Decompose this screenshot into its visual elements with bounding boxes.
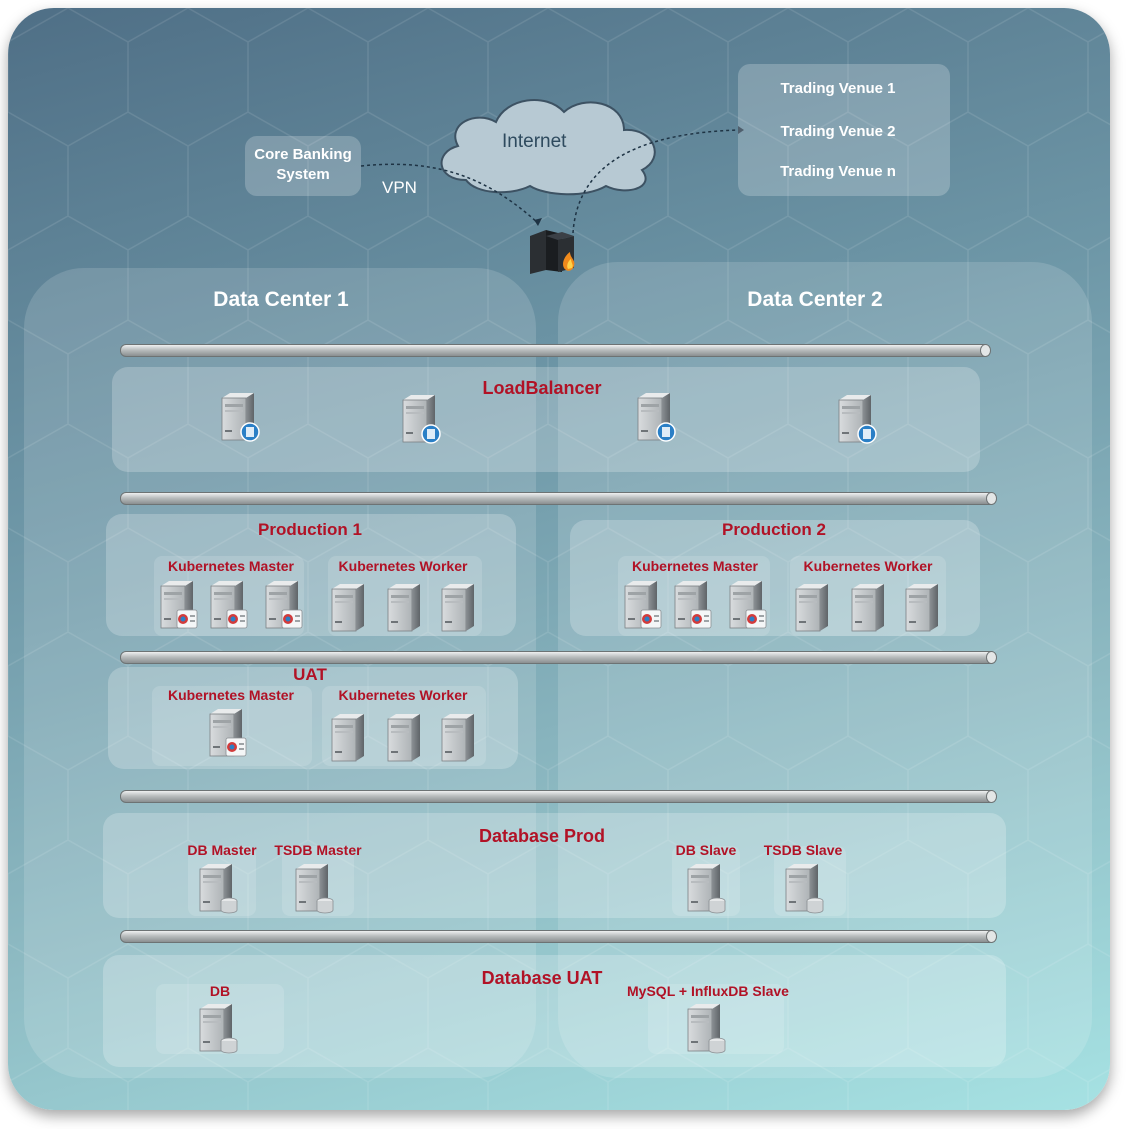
- server-icon: [326, 713, 370, 765]
- database-server-icon: [290, 863, 334, 915]
- db-master-label: DB Master: [187, 842, 257, 858]
- server-icon: [846, 583, 890, 635]
- trading-venue-n: Trading Venue n: [780, 163, 896, 180]
- database-server-icon: [682, 863, 726, 915]
- database-uat-zone: [103, 955, 1006, 1067]
- server-icon: [326, 583, 370, 635]
- load-balancer-server-icon: [216, 392, 260, 444]
- uat-worker-label: Kubernetes Worker: [338, 687, 468, 703]
- database-prod-title: Database Prod: [478, 826, 606, 846]
- kubernetes-master-server-icon: [260, 580, 304, 632]
- cloud-icon: [440, 98, 656, 196]
- kubernetes-master-server-icon: [619, 580, 663, 632]
- kubernetes-master-server-icon: [205, 580, 249, 632]
- load-balancer-server-icon: [833, 394, 877, 446]
- db-uat-label: DB: [209, 983, 231, 999]
- database-server-icon: [682, 1003, 726, 1055]
- production-1-title: Production 1: [258, 520, 362, 539]
- trading-venues-box: Trading Venue 1 Trading Venue 2 Trading …: [738, 64, 950, 196]
- database-prod-zone: [103, 813, 1006, 918]
- server-icon: [436, 583, 480, 635]
- production-2-worker-label: Kubernetes Worker: [803, 558, 933, 574]
- kubernetes-master-server-icon: [204, 708, 248, 760]
- uat-master-label: Kubernetes Master: [167, 687, 295, 703]
- kubernetes-master-server-icon: [669, 580, 713, 632]
- db-slave-label: DB Slave: [675, 842, 737, 858]
- server-icon: [436, 713, 480, 765]
- database-uat-title: Database UAT: [481, 968, 603, 988]
- production-1-worker-label: Kubernetes Worker: [338, 558, 468, 574]
- database-server-icon: [780, 863, 824, 915]
- server-icon: [382, 583, 426, 635]
- internet-label: Internet: [502, 131, 567, 152]
- network-bus-3: [120, 651, 997, 664]
- load-balancer-server-icon: [397, 394, 441, 446]
- diagram-frame: Core Banking System VPN Internet Trading…: [8, 8, 1110, 1110]
- server-icon: [900, 583, 944, 635]
- tsdb-master-label: TSDB Master: [274, 842, 362, 858]
- database-server-icon: [194, 863, 238, 915]
- tsdb-slave-label: TSDB Slave: [763, 842, 843, 858]
- connection-lines: [360, 126, 744, 234]
- network-bus-1: [120, 344, 991, 357]
- network-bus-2: [120, 492, 997, 505]
- trading-venue-2: Trading Venue 2: [780, 123, 896, 140]
- trading-venue-1: Trading Venue 1: [780, 80, 896, 97]
- mysql-influx-label: MySQL + InfluxDB Slave: [627, 983, 789, 999]
- kubernetes-master-server-icon: [724, 580, 768, 632]
- loadbalancer-title: LoadBalancer: [482, 378, 602, 398]
- data-center-2-title: Data Center 2: [747, 288, 883, 311]
- core-banking-label-line2: System: [276, 166, 330, 183]
- production-2-title: Production 2: [722, 520, 826, 539]
- vpn-label: VPN: [382, 178, 417, 197]
- core-banking-label-line1: Core Banking: [254, 146, 352, 163]
- database-server-icon: [194, 1003, 238, 1055]
- core-banking-box: Core Banking System: [245, 136, 361, 196]
- network-bus-5: [120, 930, 997, 943]
- production-1-master-label: Kubernetes Master: [167, 558, 295, 574]
- data-center-1-panel: [24, 268, 536, 1078]
- kubernetes-master-server-icon: [155, 580, 199, 632]
- production-2-master-label: Kubernetes Master: [631, 558, 759, 574]
- data-center-1-title: Data Center 1: [213, 288, 349, 311]
- uat-title: UAT: [293, 665, 327, 684]
- server-icon: [790, 583, 834, 635]
- firewall-icon: [530, 230, 575, 274]
- load-balancer-server-icon: [632, 392, 676, 444]
- server-icon: [382, 713, 426, 765]
- loadbalancer-zone: [112, 367, 980, 472]
- network-bus-4: [120, 790, 997, 803]
